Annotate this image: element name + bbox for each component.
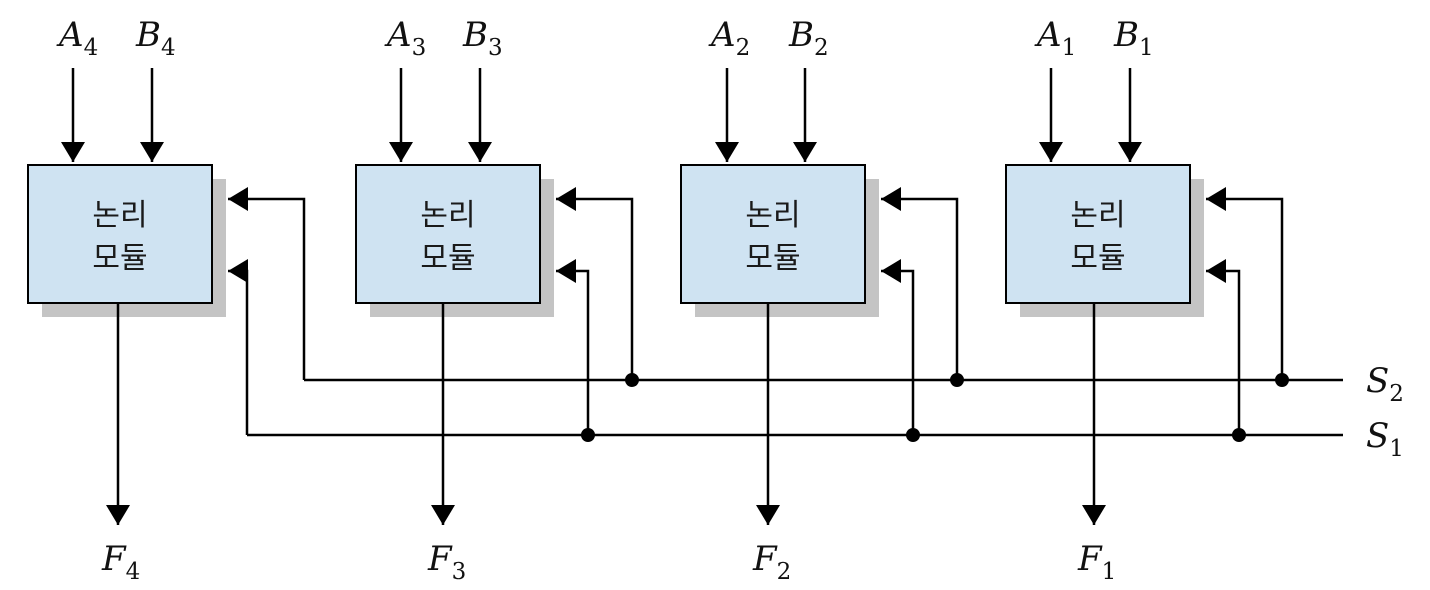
output-label: F3 xyxy=(427,539,466,585)
logic-module-3: 논리 모듈 A3 B3 F3 xyxy=(355,15,554,585)
input-b-label: B2 xyxy=(788,15,829,61)
block-label-line1: 논리 xyxy=(1070,198,1125,233)
input-a-label: A2 xyxy=(708,15,750,61)
junction-dot xyxy=(625,373,639,387)
input-a-label: A3 xyxy=(384,15,426,61)
block-body xyxy=(27,164,213,304)
block-label-line2: 모듈 xyxy=(420,241,475,276)
logic-module-2: 논리 모듈 A2 B2 F2 xyxy=(680,15,879,585)
output-label: F4 xyxy=(101,539,140,585)
junction-dot xyxy=(1232,428,1246,442)
block-body xyxy=(680,164,866,304)
block-label-line2: 모듈 xyxy=(92,241,147,276)
junction-dot xyxy=(950,373,964,387)
logic-module-1: 논리 모듈 A1 B1 F1 xyxy=(1005,15,1204,585)
input-b-label: B3 xyxy=(462,15,503,61)
block-label-line1: 논리 xyxy=(92,198,147,233)
junction-dot xyxy=(1275,373,1289,387)
block-body xyxy=(355,164,541,304)
input-a-label: A1 xyxy=(1034,15,1076,61)
select-line-s2 xyxy=(228,187,1343,387)
block-label-line2: 모듈 xyxy=(745,241,800,276)
block-label-line1: 논리 xyxy=(745,198,800,233)
block-label-line1: 논리 xyxy=(420,198,475,233)
select-line-s1 xyxy=(228,259,1343,442)
output-label: F1 xyxy=(1077,539,1116,585)
input-b-label: B4 xyxy=(135,15,176,61)
junction-dot xyxy=(581,428,595,442)
input-b-label: B1 xyxy=(1113,15,1154,61)
output-label: F2 xyxy=(752,539,791,585)
input-a-label: A4 xyxy=(56,15,98,61)
select-label-s2: S2 xyxy=(1366,361,1404,407)
junction-dot xyxy=(906,428,920,442)
block-label-line2: 모듈 xyxy=(1070,241,1125,276)
block-body xyxy=(1005,164,1191,304)
select-label-s1: S1 xyxy=(1366,416,1404,462)
logic-module-4: 논리 모듈 A4 B4 F4 xyxy=(27,15,226,585)
